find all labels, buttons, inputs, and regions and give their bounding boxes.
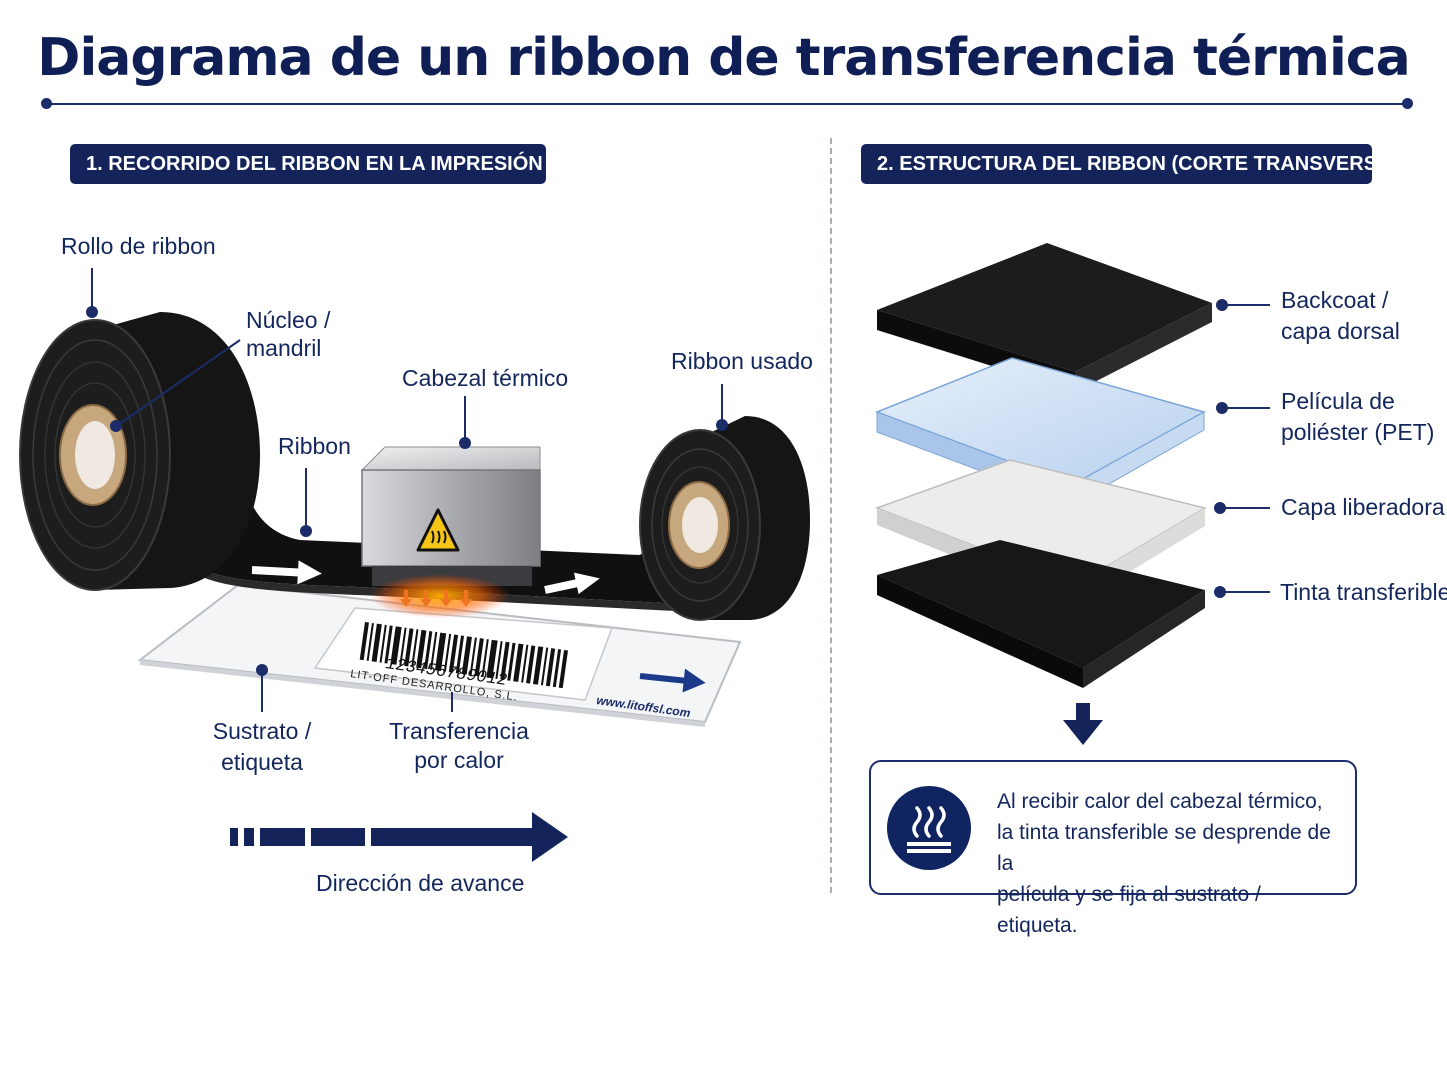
label-direccion-avance: Dirección de avance [316,870,525,896]
leader-lines-right [1214,299,1270,598]
layer-label-ink: Tinta transferible [1280,579,1447,605]
note-line-3: película y se fija al sustrato / etiquet… [997,883,1261,937]
label-nucleo-line2: mandril [246,335,322,361]
leader-lines-left [86,268,728,712]
label-cabezal-termico: Cabezal térmico [402,365,569,391]
barcode [359,622,569,689]
page-title: Diagrama de un ribbon de transferencia t… [37,28,1410,88]
warning-hot-surface-icon [416,508,460,552]
supply-roll [19,312,260,591]
layer-label-release: Capa liberadora [1281,494,1445,520]
layer-label-backcoat-line2: capa dorsal [1281,318,1400,344]
layer-label-backcoat-line1: Backcoat / [1281,287,1389,313]
section-divider [830,138,832,893]
label-ribbon: Ribbon [278,433,351,459]
label-sustrato-line2: etiqueta [221,749,303,775]
layer-pet-film [874,357,1206,506]
label-rollo-ribbon: Rollo de ribbon [61,233,216,259]
direction-arrow [230,812,568,862]
layer-ink [877,540,1205,688]
note-line-1: Al recibir calor del cabezal térmico, [997,790,1323,813]
takeup-roll [639,416,810,621]
label-ribbon-usado: Ribbon usado [671,348,813,374]
label-transferencia-line1: Transferencia [389,718,529,744]
label-transferencia-line2: por calor [414,747,504,773]
arrow-right-icon [639,668,706,693]
layer-label-pet-line2: poliéster (PET) [1281,419,1435,445]
note-line-2: la tinta transferible se desprende de la [997,821,1331,875]
heat-arrows [400,590,472,607]
arrow-down-icon [1063,703,1103,745]
ribbon-strip [185,425,700,612]
ribbon-arrow-right [544,572,600,595]
underline-dot-left [41,98,52,109]
label-nucleo-line1: Núcleo / [246,307,331,333]
note-text: Al recibir calor del cabezal térmico, la… [997,786,1347,941]
info-note: Al recibir calor del cabezal térmico, la… [869,760,1357,937]
label-sustrato-line1: Sustrato / [212,718,312,744]
title-underline [46,103,1408,105]
section-header-recorrido: 1. RECORRIDO DEL RIBBON EN LA IMPRESIÓN [70,144,546,184]
heat-transfer-icon [887,786,971,870]
ribbon-arrow-left [251,560,322,585]
underline-dot-right [1402,98,1413,109]
section-header-estructura: 2. ESTRUCTURA DEL RIBBON (CORTE TRANSVER… [861,144,1410,184]
layer-label-pet-line1: Película de [1281,388,1395,414]
